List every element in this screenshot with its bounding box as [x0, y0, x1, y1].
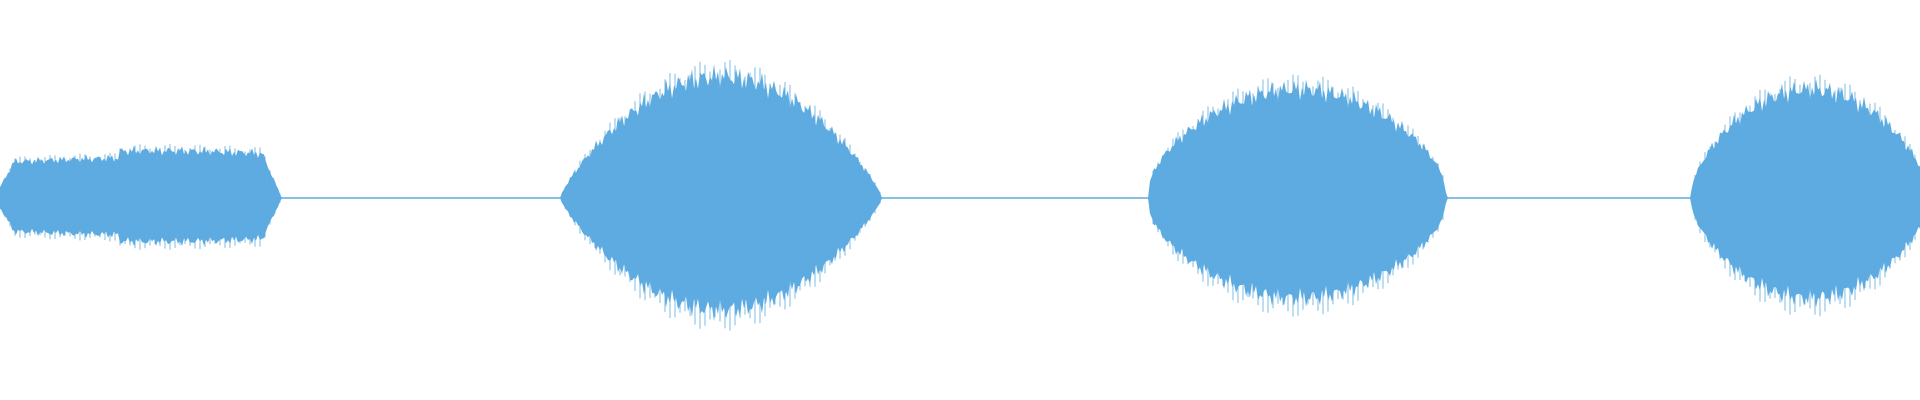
waveform-burst-3 — [1148, 79, 1470, 307]
waveform-burst-2 — [560, 64, 882, 322]
waveform-burst-1 — [0, 145, 282, 246]
waveform-bursts — [0, 59, 1920, 331]
